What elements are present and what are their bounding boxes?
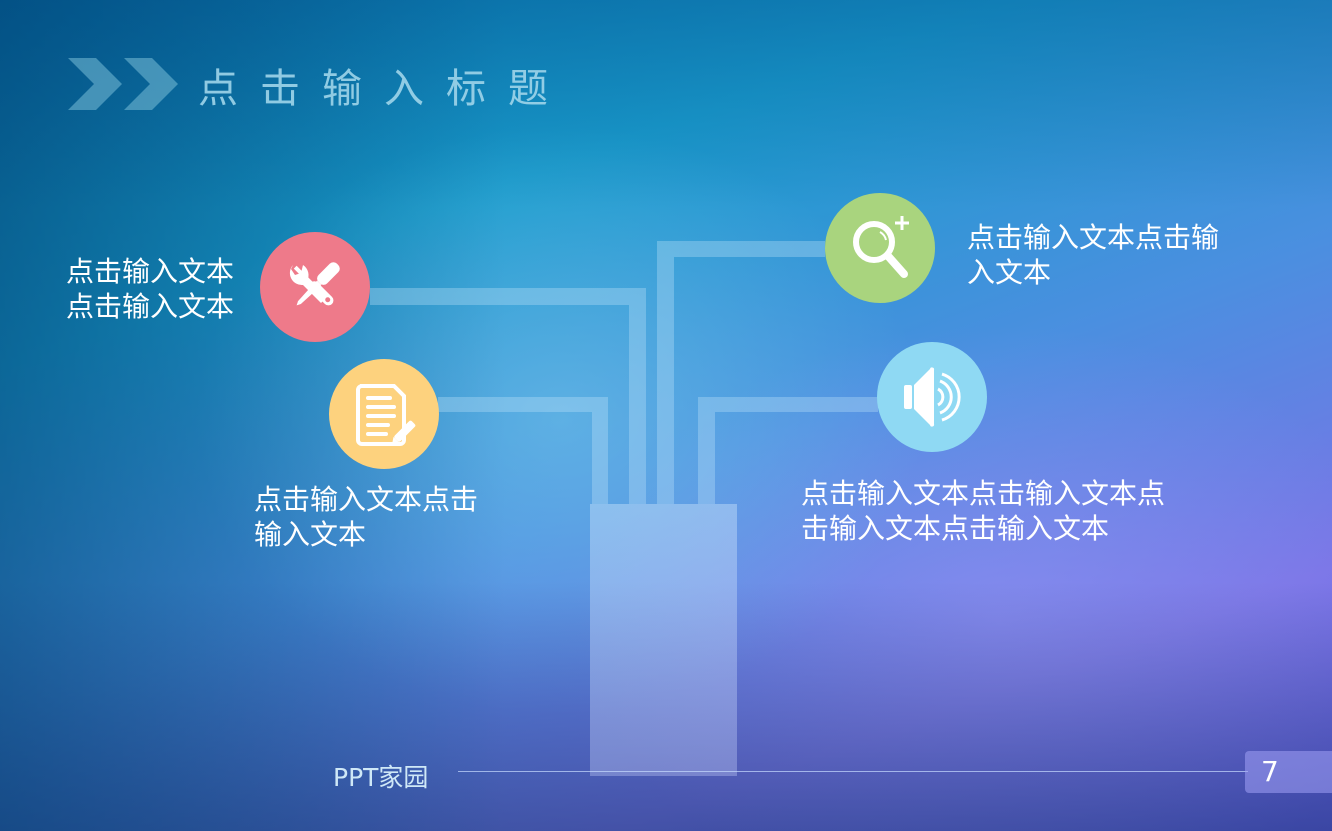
connector-document-h — [438, 397, 608, 412]
connector-tools-h — [370, 288, 646, 305]
slide-title[interactable]: 点击输入标题 — [198, 66, 570, 112]
document-edit-icon — [356, 384, 416, 446]
item-tools-circle[interactable] — [260, 232, 370, 342]
item-document-circle[interactable] — [329, 359, 439, 469]
chevron-right-icon — [68, 58, 122, 110]
page-number-badge: 7 — [1245, 751, 1332, 793]
connector-sound-v — [698, 412, 715, 504]
page-number: 7 — [1261, 755, 1279, 788]
footer-divider — [458, 771, 1248, 772]
item-sound-circle[interactable] — [877, 342, 987, 452]
text-line: 点击输入文本 — [66, 255, 235, 288]
connector-trunk — [590, 504, 737, 776]
connector-sound-h — [698, 397, 878, 412]
text-line: 点击输入文本点击输入文本点 — [801, 477, 1166, 510]
text-line: 输入文本 — [254, 518, 367, 551]
chevron-right-icon — [124, 58, 178, 110]
item-sound-text[interactable]: 点击输入文本点击输入文本点 击输入文本点击输入文本 — [801, 476, 1165, 546]
connector-tools-v — [629, 305, 646, 504]
item-search-text[interactable]: 点击输入文本点击输 入文本 — [967, 220, 1219, 290]
speaker-icon — [904, 367, 961, 427]
connector-document-v — [592, 412, 608, 504]
footer-brand: PPT家园 — [333, 763, 429, 792]
connector-search-v — [657, 257, 674, 504]
item-search-circle[interactable] — [825, 193, 935, 303]
wrench-screwdriver-icon — [289, 262, 340, 306]
magnifier-plus-icon — [853, 216, 909, 278]
item-document-text[interactable]: 点击输入文本点击 输入文本 — [254, 482, 478, 552]
item-tools-text[interactable]: 点击输入文本 点击输入文本 — [66, 254, 234, 324]
text-line: 点击输入文本点击 — [254, 483, 479, 516]
text-line: 入文本 — [967, 256, 1052, 289]
text-line: 击输入文本点击输入文本 — [801, 512, 1110, 545]
text-line: 点击输入文本点击输 — [967, 221, 1220, 254]
text-line: 点击输入文本 — [66, 290, 235, 323]
connector-search-h — [657, 241, 825, 257]
